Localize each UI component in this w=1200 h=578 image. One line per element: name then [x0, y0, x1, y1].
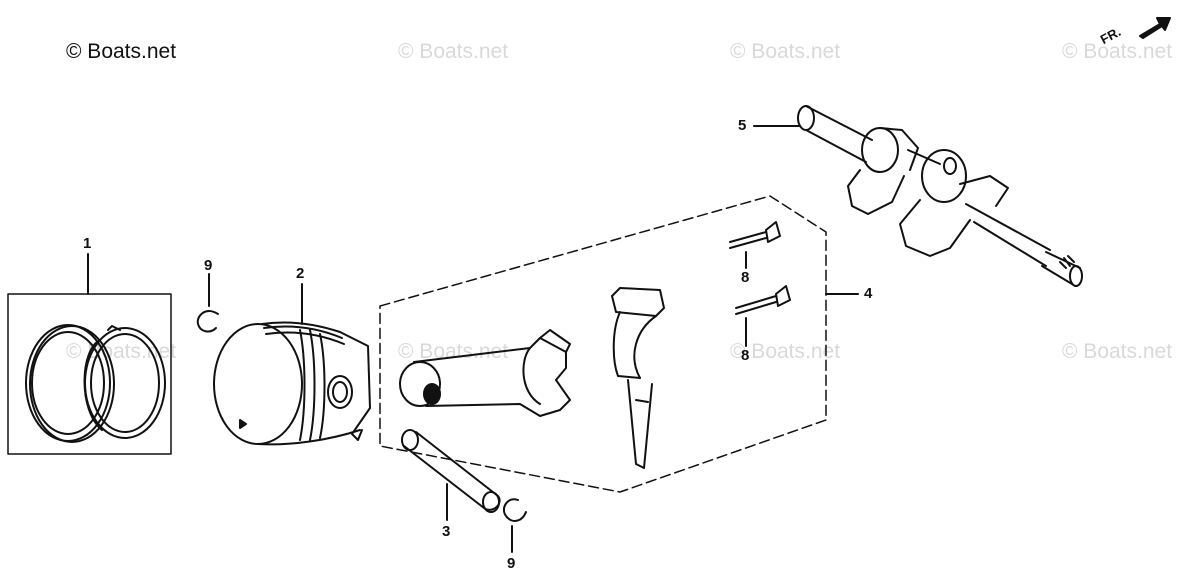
crankshaft-drawing [753, 105, 1083, 287]
connecting-rod-assembly-outline [379, 195, 827, 493]
watermark: © Boats.net [398, 40, 509, 63]
callout-9-lower: 9 [507, 555, 516, 572]
connecting-rod-drawing [399, 329, 571, 417]
piston-pin-drawing [401, 429, 501, 521]
watermark: © Boats.net [398, 340, 509, 363]
watermark: © Boats.net [730, 40, 841, 63]
watermark: © Boats.net [730, 340, 841, 363]
callout-2: 2 [296, 265, 305, 282]
callout-4: 4 [864, 285, 873, 302]
callout-9-upper: 9 [204, 257, 213, 274]
rod-bolt-upper-drawing [729, 221, 781, 269]
rod-cap-drawing [611, 287, 665, 469]
watermark: © Boats.net [1062, 340, 1173, 363]
copyright-text: © Boats.net [66, 40, 177, 63]
pin-clip-upper-drawing [196, 273, 219, 333]
callout-8-lower: 8 [741, 347, 750, 364]
callout-5: 5 [738, 117, 747, 134]
callout-8-upper: 8 [741, 269, 750, 286]
watermark: © Boats.net [1062, 40, 1173, 63]
callout-1: 1 [83, 235, 92, 252]
piston-drawing [213, 283, 371, 446]
rod-bolt-lower-drawing [735, 285, 791, 347]
front-arrow-icon [1139, 17, 1171, 39]
piston-ring-set-drawing [7, 253, 172, 455]
callout-3: 3 [442, 523, 451, 540]
pin-clip-lower-drawing [502, 498, 527, 553]
